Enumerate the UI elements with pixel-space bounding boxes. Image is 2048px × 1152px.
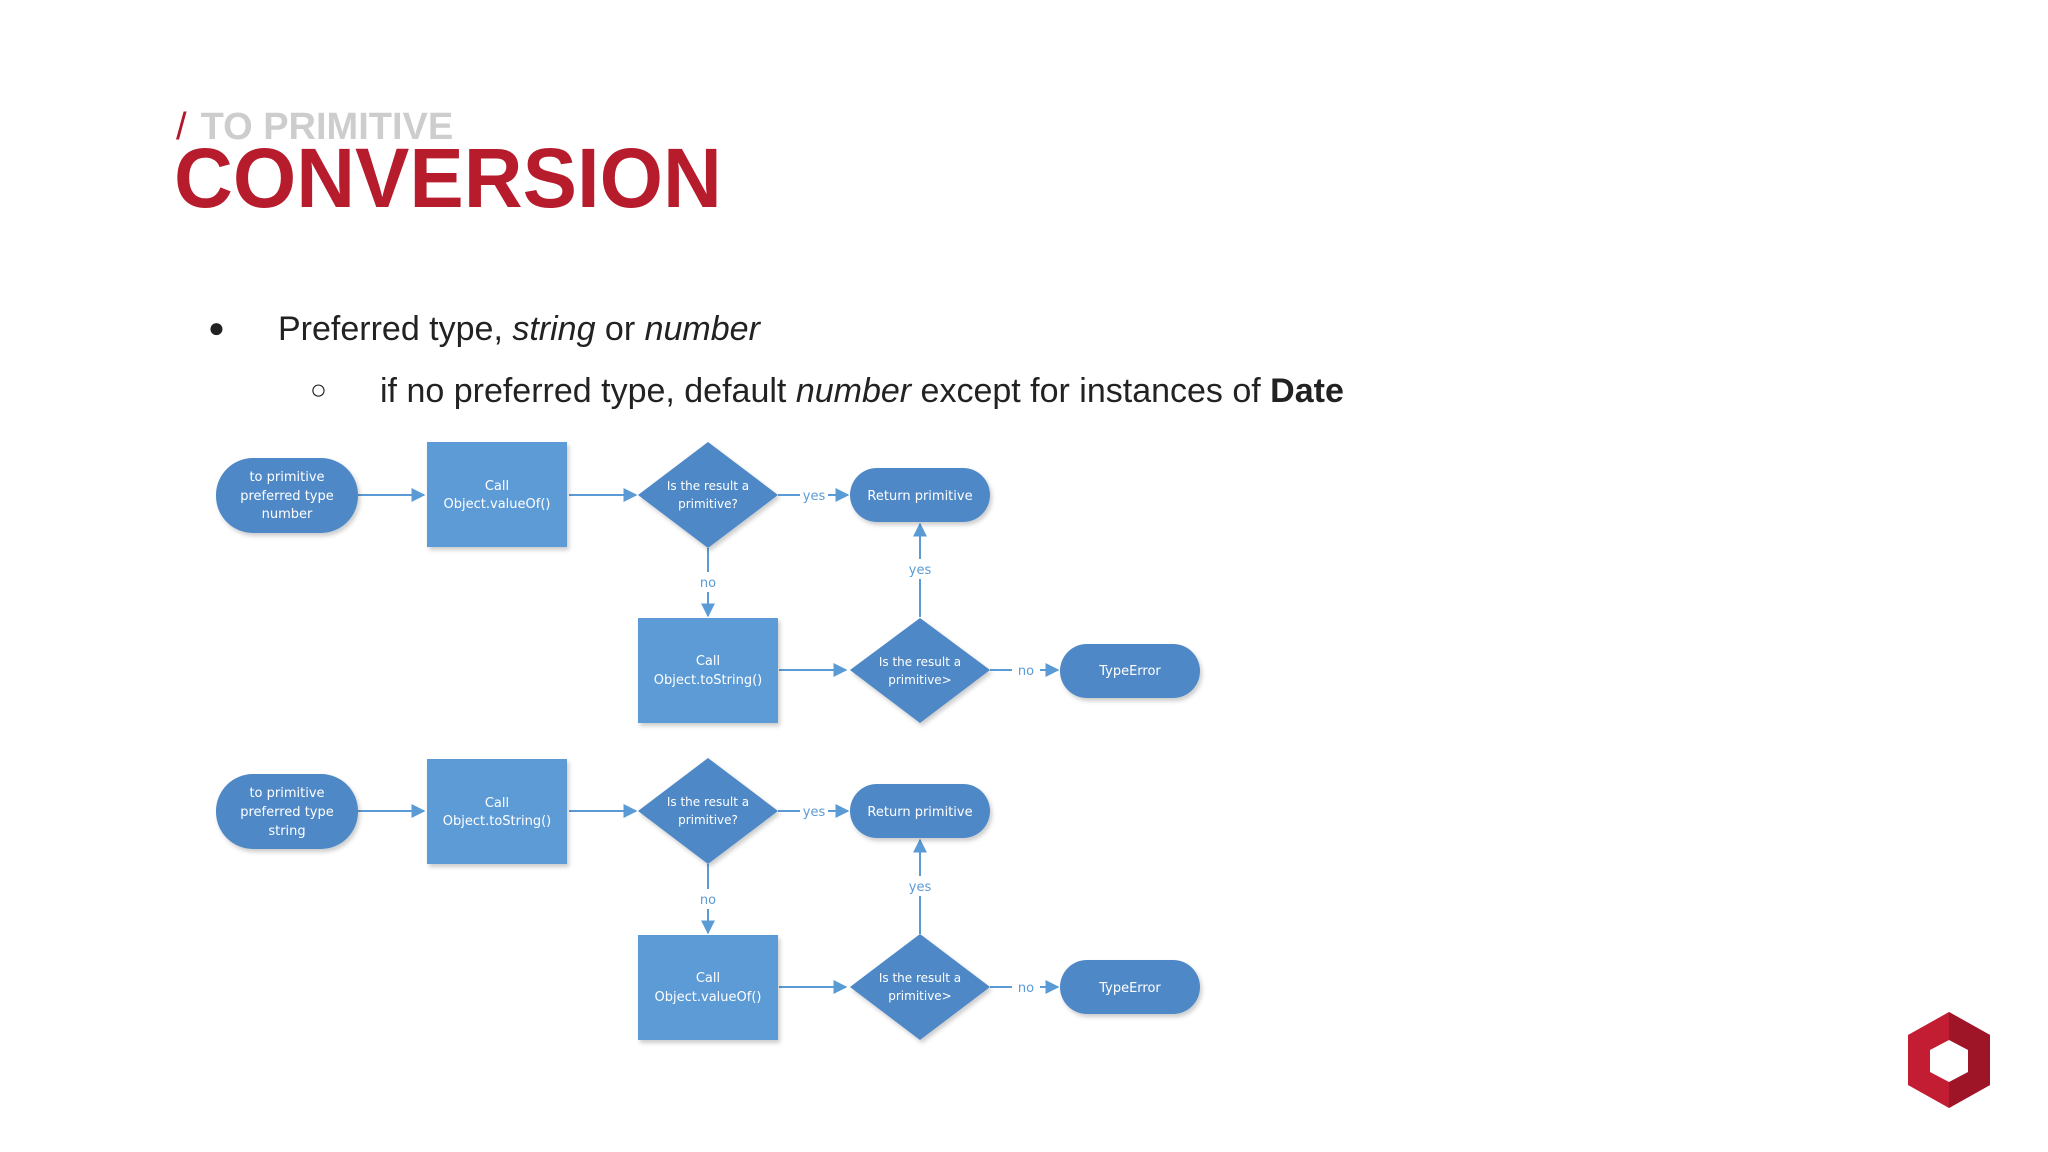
sub-bullet-marker: ○ xyxy=(310,374,327,405)
error-label: TypeError xyxy=(1098,981,1161,996)
label-bg xyxy=(906,559,934,579)
label-bg xyxy=(1012,661,1040,681)
subtitle-text: TO PRIMITIVE xyxy=(200,106,454,148)
flowchart-number: yes no yes no to primitive preferred typ… xyxy=(216,442,1200,723)
start-line: preferred type xyxy=(240,805,333,820)
error-terminal: TypeError xyxy=(1060,960,1200,1014)
slide-subtitle: / TO PRIMITIVE xyxy=(176,106,453,149)
process-line: Object.valueOf() xyxy=(444,497,551,512)
start-line: preferred type xyxy=(240,489,333,504)
decision-diamond: Is the result a primitive? xyxy=(638,758,778,864)
slash-mark: / xyxy=(176,106,187,148)
yes-label: yes xyxy=(909,880,932,895)
bullet-text-plain: Preferred type, xyxy=(278,310,513,348)
error-terminal: TypeError xyxy=(1060,644,1200,698)
yes-label: yes xyxy=(909,563,932,578)
process-line: Call xyxy=(485,479,509,494)
process-line: Object.valueOf() xyxy=(655,990,762,1005)
hexagon-logo-icon xyxy=(1908,1012,1990,1108)
return-terminal: Return primitive xyxy=(850,468,990,522)
bullet-text-bold: Date xyxy=(1270,372,1344,410)
decision-line: primitive? xyxy=(678,813,738,827)
decision-diamond: Is the result a primitive? xyxy=(638,442,778,548)
decision-line: primitive> xyxy=(888,673,952,687)
label-bg xyxy=(906,876,934,896)
decision-line: Is the result a xyxy=(667,795,749,809)
start-terminal: to primitive preferred type number xyxy=(216,458,358,533)
no-label: no xyxy=(1018,981,1034,996)
process-box: Call Object.valueOf() xyxy=(427,442,567,547)
label-bg xyxy=(694,572,722,592)
start-terminal: to primitive preferred type string xyxy=(216,774,358,849)
slide-title: CONVERSION xyxy=(174,131,722,225)
start-line: to primitive xyxy=(249,786,324,801)
decision-line: Is the result a xyxy=(879,655,961,669)
decision-line: Is the result a xyxy=(667,479,749,493)
no-label: no xyxy=(1018,664,1034,679)
no-label: no xyxy=(700,893,716,908)
bullet-text-plain: if no preferred type, default xyxy=(380,372,796,410)
decision-line: primitive> xyxy=(888,989,952,1003)
label-bg xyxy=(800,801,828,821)
label-bg xyxy=(694,889,722,909)
bullet-text-plain: except for instances of xyxy=(911,372,1271,410)
yes-label: yes xyxy=(803,489,826,504)
start-line: string xyxy=(268,824,305,839)
process-box: Call Object.toString() xyxy=(638,618,778,723)
process-line: Object.toString() xyxy=(443,814,551,829)
bullet-text-plain: or xyxy=(595,310,645,348)
bullet-text-italic: string xyxy=(512,310,596,348)
bullet-text-italic: number xyxy=(795,372,912,410)
decision-line: Is the result a xyxy=(879,971,961,985)
return-label: Return primitive xyxy=(867,489,972,504)
flowchart-string: yes no yes no to primitive preferred typ… xyxy=(216,758,1200,1040)
no-label: no xyxy=(700,576,716,591)
bullet-marker: ● xyxy=(208,312,225,343)
decision-diamond: Is the result a primitive> xyxy=(850,934,990,1040)
start-line: to primitive xyxy=(249,470,324,485)
bullet-text-italic: number xyxy=(644,310,760,348)
yes-label: yes xyxy=(803,805,826,820)
process-line: Call xyxy=(485,796,509,811)
bullet-text: Preferred type, string or number xyxy=(278,310,760,349)
return-terminal: Return primitive xyxy=(850,784,990,838)
error-label: TypeError xyxy=(1098,664,1161,679)
decision-diamond: Is the result a primitive> xyxy=(850,618,990,723)
process-line: Object.toString() xyxy=(654,673,762,688)
process-box: Call Object.toString() xyxy=(427,759,567,864)
process-box: Call Object.valueOf() xyxy=(638,935,778,1040)
return-label: Return primitive xyxy=(867,805,972,820)
label-bg xyxy=(800,485,828,505)
process-line: Call xyxy=(696,654,720,669)
process-line: Call xyxy=(696,971,720,986)
start-line: number xyxy=(262,507,313,522)
label-bg xyxy=(1012,978,1040,998)
decision-line: primitive? xyxy=(678,497,738,511)
sub-bullet-text: if no preferred type, default number exc… xyxy=(380,372,1344,411)
